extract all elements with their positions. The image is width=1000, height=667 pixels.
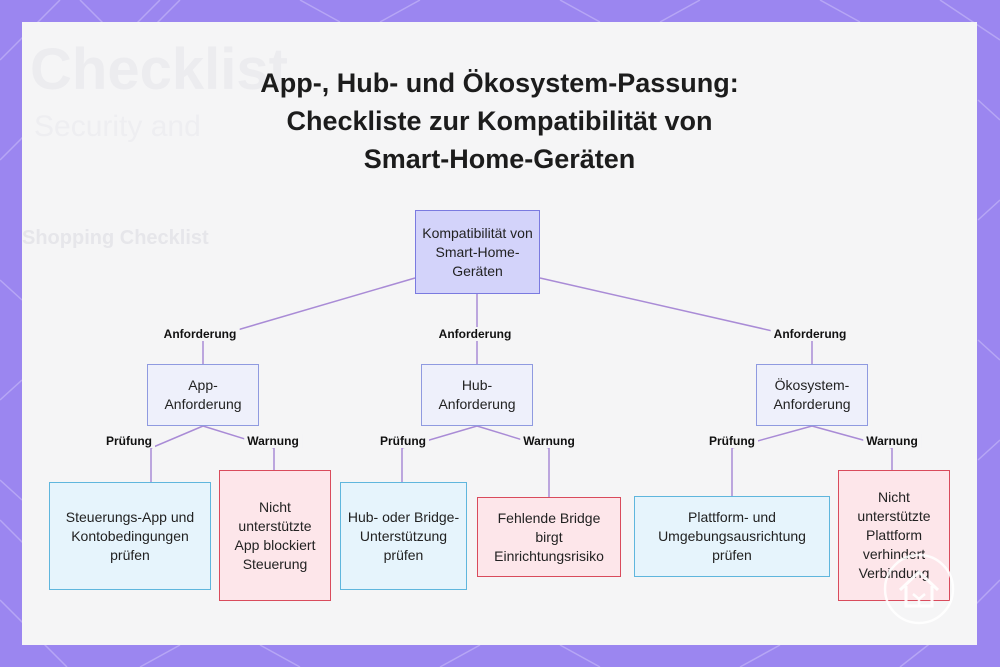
edge-label-hub-check: Prüfung xyxy=(377,434,429,448)
root-node-label: Kompatibilität von Smart-Home-Geräten xyxy=(422,224,533,279)
app-requirement-label: App-Anforderung xyxy=(164,377,242,412)
edge-label-app-check: Prüfung xyxy=(103,434,155,448)
ecosystem-warning-node: Nicht unterstützte Plattform verhindert … xyxy=(838,470,950,601)
edge-label-eco-requirement: Anforderung xyxy=(770,327,850,341)
title-line-3: Smart-Home-Geräten xyxy=(363,144,636,174)
page-title: App-, Hub- und Ökosystem-Passung: Checkl… xyxy=(22,64,977,178)
ecosystem-requirement-label: Ökosystem-Anforderung xyxy=(773,377,851,412)
app-check-node: Steuerungs-App und Kontobedingungen prüf… xyxy=(49,482,211,590)
edge-root-app xyxy=(202,277,416,364)
app-check-label: Steuerungs-App und Kontobedingungen prüf… xyxy=(65,508,195,563)
ecosystem-warning-label: Nicht unterstützte Plattform verhindert … xyxy=(857,489,931,581)
edge-hub-check xyxy=(401,425,478,482)
title-line-1: App-, Hub- und Ökosystem-Passung: xyxy=(260,68,739,98)
background-ghost-subheading: Security and xyxy=(34,110,201,143)
background-ghost-side-heading: Shopping Checklist xyxy=(22,227,209,249)
edge-eco-warning xyxy=(811,425,893,470)
edge-app-warning xyxy=(202,425,275,470)
root-node: Kompatibilität von Smart-Home-Geräten xyxy=(415,210,540,294)
edge-label-hub-warning: Warnung xyxy=(520,434,578,448)
edge-app-check xyxy=(150,425,204,482)
app-warning-label: Nicht unterstützte App blockiert Steueru… xyxy=(234,498,316,572)
hub-requirement-node: Hub-Anforderung xyxy=(421,364,533,426)
hub-check-node: Hub- oder Bridge-Unterstützung prüfen xyxy=(340,482,467,590)
hub-warning-node: Fehlende Bridge birgt Einrichtungsrisiko xyxy=(477,497,621,577)
edge-label-eco-warning: Warnung xyxy=(863,434,921,448)
edge-eco-check xyxy=(731,425,813,496)
edge-label-hub-requirement: Anforderung xyxy=(435,327,515,341)
ecosystem-requirement-node: Ökosystem-Anforderung xyxy=(756,364,868,426)
content-card: Checklist Security and Shopping Checklis… xyxy=(22,22,977,645)
app-requirement-node: App-Anforderung xyxy=(147,364,259,426)
background-ghost-heading: Checklist xyxy=(30,37,288,102)
edge-label-app-requirement: Anforderung xyxy=(160,327,240,341)
house-logo-icon xyxy=(883,553,955,625)
edge-hub-warning xyxy=(476,425,550,497)
edge-label-eco-check: Prüfung xyxy=(706,434,758,448)
ecosystem-check-node: Plattform- und Umgebungsausrichtung prüf… xyxy=(634,496,830,577)
ecosystem-check-label: Plattform- und Umgebungsausrichtung prüf… xyxy=(658,509,806,563)
hub-warning-label: Fehlende Bridge birgt Einrichtungsrisiko xyxy=(494,509,604,564)
hub-check-label: Hub- oder Bridge-Unterstützung prüfen xyxy=(347,508,460,563)
edge-root-eco xyxy=(539,277,813,364)
title-line-2: Checkliste zur Kompatibilität von xyxy=(286,106,713,136)
app-warning-node: Nicht unterstützte App blockiert Steueru… xyxy=(219,470,331,601)
edge-label-app-warning: Warnung xyxy=(244,434,302,448)
hub-requirement-label: Hub-Anforderung xyxy=(438,377,516,412)
